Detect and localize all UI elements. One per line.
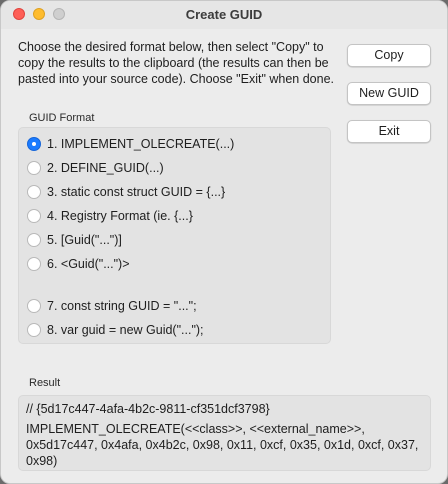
- format-option-8[interactable]: 8. var guid = new Guid("...");: [27, 321, 204, 339]
- format-option-label: 1. IMPLEMENT_OLECREATE(...): [47, 137, 235, 151]
- window-title: Create GUID: [185, 7, 263, 22]
- radio-button[interactable]: [27, 161, 41, 175]
- format-option-7[interactable]: 7. const string GUID = "...";: [27, 297, 197, 315]
- result-label: Result: [29, 377, 61, 389]
- format-option-3[interactable]: 3. static const struct GUID = {...}: [27, 183, 225, 201]
- format-option-1[interactable]: 1. IMPLEMENT_OLECREATE(...): [27, 135, 234, 153]
- minimize-window-icon[interactable]: [33, 8, 45, 20]
- format-option-label: 4. Registry Format (ie. {...}: [47, 209, 193, 223]
- format-option-label: 5. [Guid("...")]: [47, 233, 122, 247]
- result-code: IMPLEMENT_OLECREATE(<<class>>, <<externa…: [26, 422, 419, 468]
- radio-button[interactable]: [27, 299, 41, 313]
- instructions-text: Choose the desired format below, then se…: [18, 40, 335, 86]
- zoom-window-icon: [53, 8, 65, 20]
- radio-button[interactable]: [27, 257, 41, 271]
- radio-button-checked[interactable]: [27, 137, 41, 151]
- result-comment: // {5d17c447-4afa-4b2c-9811-cf351dcf3798…: [26, 402, 270, 416]
- close-window-icon[interactable]: [13, 8, 25, 20]
- format-option-2[interactable]: 2. DEFINE_GUID(...): [27, 159, 164, 177]
- format-option-label: 2. DEFINE_GUID(...): [47, 161, 164, 175]
- format-option-label: 7. const string GUID = "...";: [47, 299, 197, 313]
- radio-button[interactable]: [27, 185, 41, 199]
- format-option-6[interactable]: 6. <Guid("...")>: [27, 255, 130, 273]
- exit-button[interactable]: Exit: [347, 120, 431, 143]
- copy-button[interactable]: Copy: [347, 44, 431, 67]
- format-option-4[interactable]: 4. Registry Format (ie. {...}: [27, 207, 193, 225]
- format-option-5[interactable]: 5. [Guid("...")]: [27, 231, 122, 249]
- result-box[interactable]: // {5d17c447-4afa-4b2c-9811-cf351dcf3798…: [18, 395, 431, 471]
- title-bar[interactable]: Create GUID: [1, 1, 447, 29]
- format-option-label: 3. static const struct GUID = {...}: [47, 185, 226, 199]
- format-option-label: 6. <Guid("...")>: [47, 257, 130, 271]
- radio-button[interactable]: [27, 209, 41, 223]
- new-guid-button[interactable]: New GUID: [347, 82, 431, 105]
- guid-format-label: GUID Format: [29, 112, 95, 124]
- guid-format-group: 1. IMPLEMENT_OLECREATE(...) 2. DEFINE_GU…: [18, 127, 331, 344]
- format-option-label: 8. var guid = new Guid("...");: [47, 323, 204, 337]
- radio-button[interactable]: [27, 233, 41, 247]
- radio-button[interactable]: [27, 323, 41, 337]
